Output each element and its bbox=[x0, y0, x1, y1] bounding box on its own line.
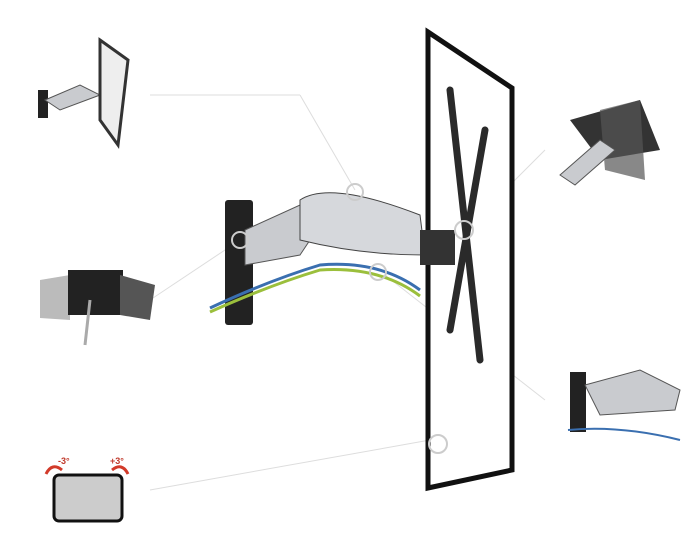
tilt-right-label: +3° bbox=[110, 456, 124, 466]
rotate-left-arrow-icon bbox=[44, 465, 63, 475]
thumbnail-tilt bbox=[559, 100, 660, 186]
rotate-right-arrow-icon bbox=[111, 465, 130, 475]
thumbnail-rotate bbox=[40, 270, 155, 346]
thumbnail-swivel bbox=[38, 37, 130, 150]
tilt-left-label: -3° bbox=[58, 456, 70, 466]
tilt-head bbox=[420, 230, 455, 265]
feature-circles bbox=[231, 183, 474, 454]
thumbnail-level-adjust bbox=[44, 465, 130, 523]
vesa-bracket bbox=[446, 86, 489, 364]
thumbnail-extend bbox=[567, 369, 681, 441]
cable-green bbox=[209, 268, 421, 314]
gas-spring-arm bbox=[299, 192, 426, 256]
cable-blue bbox=[209, 262, 421, 310]
